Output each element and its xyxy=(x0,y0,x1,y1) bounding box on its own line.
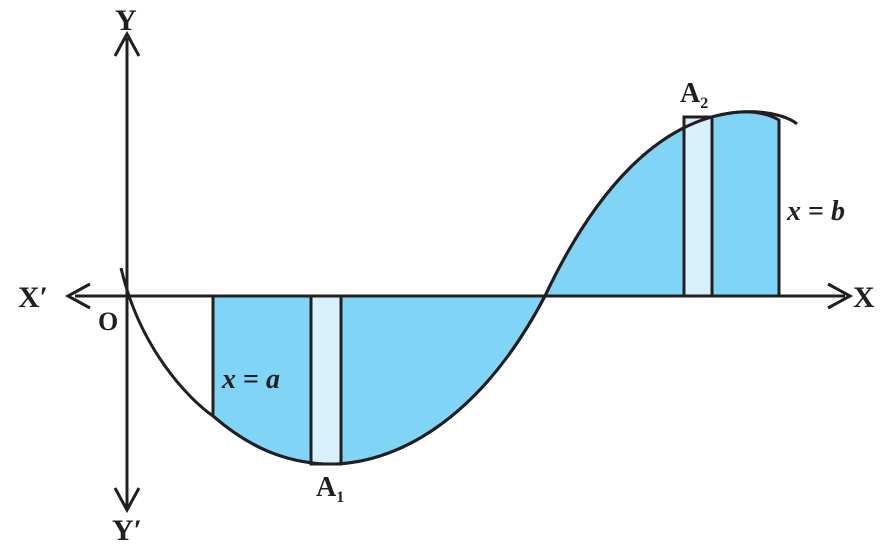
strip-a2 xyxy=(682,115,714,298)
point-a1-label: A1 xyxy=(316,472,344,506)
y-axis-arrow-positive xyxy=(113,30,141,57)
x-neg-axis-label: X′ xyxy=(18,281,48,314)
y-axis-label: Y xyxy=(115,4,137,37)
y-neg-axis-label: Y′ xyxy=(112,514,142,547)
point-a2-label: A2 xyxy=(680,78,708,112)
upper-bound-label: x = b xyxy=(786,196,845,227)
x-axis-label: X xyxy=(853,281,875,314)
x-axis-arrow-positive xyxy=(827,282,854,310)
curve xyxy=(119,110,798,466)
origin-label: O xyxy=(98,307,118,336)
y-axis-arrow-negative xyxy=(113,487,141,514)
lower-bound-label: x = a xyxy=(221,364,280,395)
strip-a1 xyxy=(309,294,343,466)
x-axis-arrow-negative xyxy=(64,282,91,310)
